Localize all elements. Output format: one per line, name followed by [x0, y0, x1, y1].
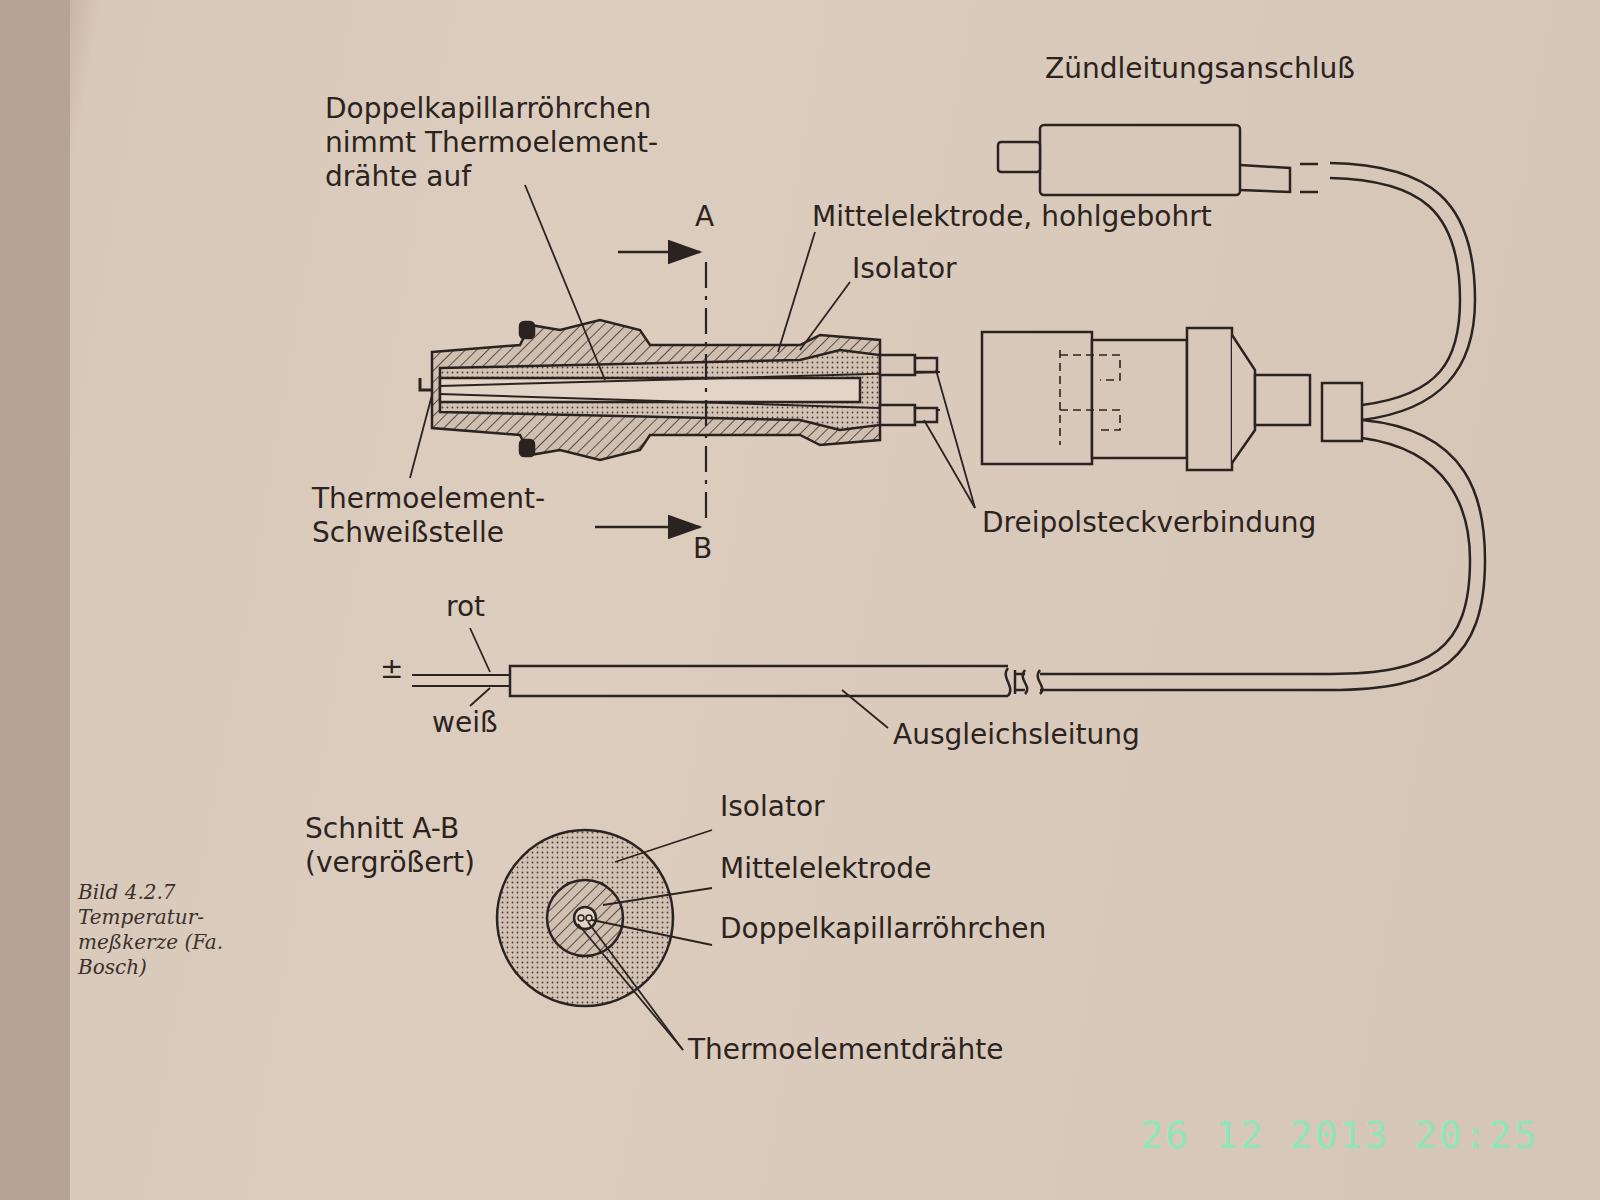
section-letter: A	[695, 200, 714, 234]
date-stamp: 26 12 2013 20:25	[1140, 1112, 1538, 1158]
part-label: Zündleitungsanschluß	[1045, 52, 1355, 86]
section-letter: B	[693, 532, 712, 566]
part-label: Doppelkapillarröhrchen nimmt Thermoeleme…	[325, 92, 685, 194]
part-label: Dreipolsteckverbindung	[982, 506, 1316, 540]
part-label: Ausgleichsleitung	[893, 718, 1140, 752]
wire-colour: rot	[446, 590, 485, 624]
part-label: Mittelelektrode	[720, 852, 931, 886]
part-label: Doppelkapillarröhrchen	[720, 912, 1046, 946]
polarity-sign: ±	[380, 652, 403, 686]
figure-caption: Bild 4.2.7 Temperatur- meßkerze (Fa. Bos…	[78, 880, 248, 980]
part-label: Thermoelement- Schweißstelle	[312, 482, 572, 550]
part-label: Isolator	[852, 252, 957, 286]
part-label: Isolator	[720, 790, 825, 824]
section-title: Schnitt A-B (vergrößert)	[305, 812, 515, 880]
part-label: Thermoelementdrähte	[688, 1033, 1003, 1067]
wire-colour: weiß	[432, 706, 498, 740]
part-label: Mittelelektrode, hohlgebohrt	[812, 200, 1212, 234]
